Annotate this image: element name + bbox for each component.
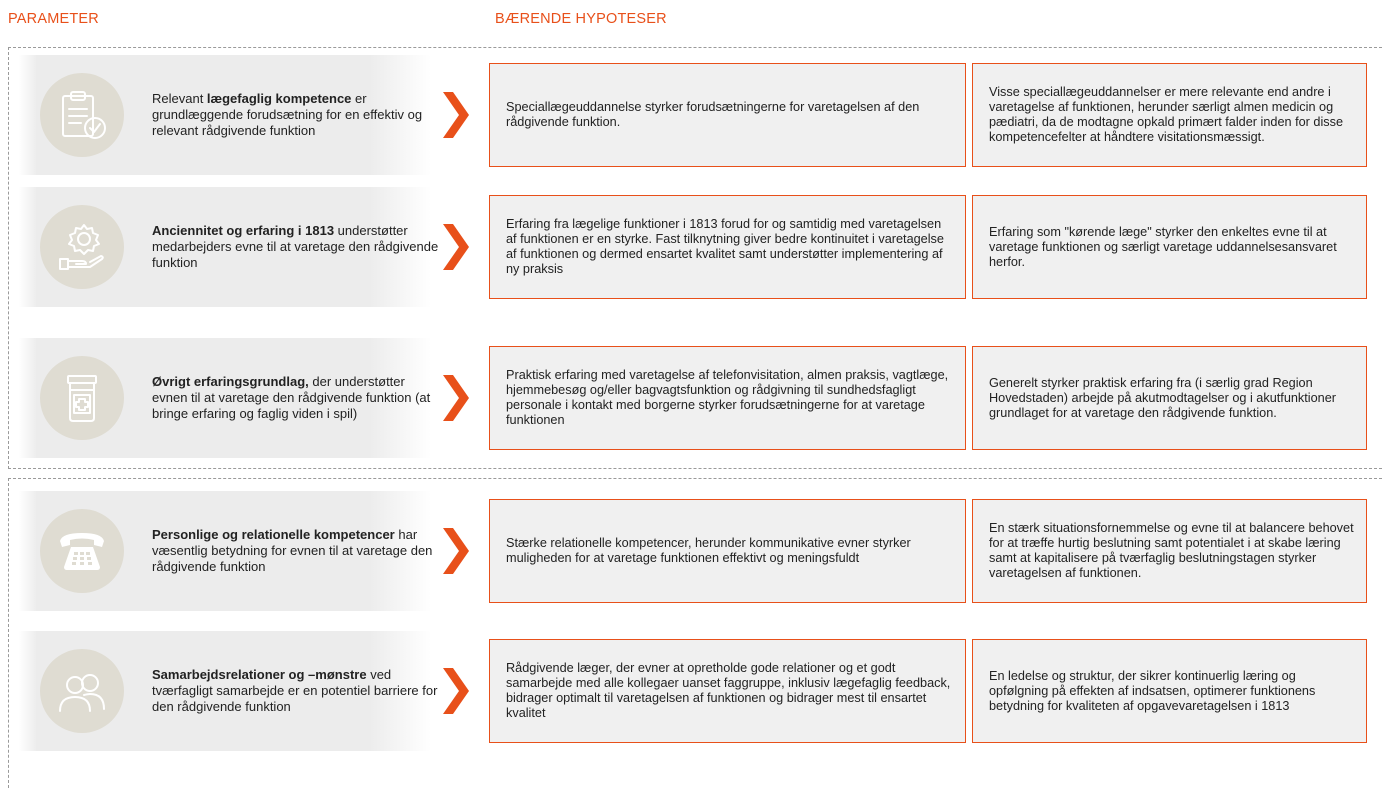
parameter-panel: Samarbejdsrelationer og –mønstre ved tvæ… — [19, 631, 437, 751]
chevron-right-icon — [443, 528, 469, 574]
chevron-right-icon — [443, 92, 469, 138]
parameter-panel: Personlige og relationelle kompetencer h… — [19, 491, 432, 611]
hypothesis-box: Speciallægeuddannelse styrker forudsætni… — [489, 63, 966, 167]
parameter-panel: Øvrigt erfaringsgrundlag, der understøtt… — [19, 338, 431, 458]
medicine-jar-icon — [40, 356, 124, 440]
group-frame-1 — [8, 47, 1382, 469]
parameter-row-3: Øvrigt erfaringsgrundlag, der understøtt… — [0, 338, 1383, 458]
hypothesis-detail-box: Generelt styrker praktisk erfaring fra (… — [972, 346, 1367, 450]
telephone-icon — [40, 509, 124, 593]
parameter-row-4: Personlige og relationelle kompetencer h… — [0, 491, 1383, 611]
parameter-heading: PARAMETER — [8, 11, 99, 27]
parameter-panel: Anciennitet og erfaring i 1813 understøt… — [19, 187, 438, 307]
hypothesis-box: Stærke relationelle kompetencer, herunde… — [489, 499, 966, 603]
chevron-right-icon — [443, 375, 469, 421]
chevron-right-icon — [443, 224, 469, 270]
parameter-text: Relevant lægefaglig kompetence er grundl… — [152, 91, 423, 138]
group-frame-2 — [8, 478, 1382, 788]
parameter-text: Samarbejdsrelationer og –mønstre ved tvæ… — [152, 667, 438, 714]
hypothesis-detail-box: Visse speciallægeuddannelser er mere rel… — [972, 63, 1367, 167]
gear-hand-icon — [40, 205, 124, 289]
clipboard-check-icon — [40, 73, 124, 157]
chevron-right-icon — [443, 668, 469, 714]
hypothesis-box: Rådgivende læger, der evner at oprethold… — [489, 639, 966, 743]
people-icon — [40, 649, 124, 733]
hypotheses-heading: BÆRENDE HYPOTESER — [495, 11, 667, 27]
parameter-row-5: Samarbejdsrelationer og –mønstre ved tvæ… — [0, 631, 1383, 751]
parameter-text: Øvrigt erfaringsgrundlag, der understøtt… — [152, 374, 431, 421]
hypothesis-box: Praktisk erfaring med varetagelse af tel… — [489, 346, 966, 450]
hypothesis-detail-box: Erfaring som "kørende læge" styrker den … — [972, 195, 1367, 299]
hypothesis-detail-box: En stærk situationsfornemmelse og evne t… — [972, 499, 1367, 603]
parameter-panel: Relevant lægefaglig kompetence er grundl… — [19, 55, 431, 175]
parameter-row-2: Anciennitet og erfaring i 1813 understøt… — [0, 187, 1383, 307]
parameter-text: Anciennitet og erfaring i 1813 understøt… — [152, 223, 439, 270]
hypothesis-detail-box: En ledelse og struktur, der sikrer konti… — [972, 639, 1367, 743]
parameter-text: Personlige og relationelle kompetencer h… — [152, 527, 433, 574]
parameter-row-1: Relevant lægefaglig kompetence er grundl… — [0, 55, 1383, 175]
hypothesis-box: Erfaring fra lægelige funktioner i 1813 … — [489, 195, 966, 299]
